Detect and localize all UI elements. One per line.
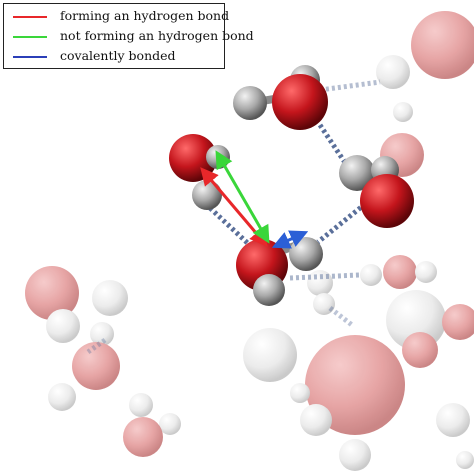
hydrogen-bond-dashes [86,79,381,355]
faded-oxygen-atom [442,304,474,340]
faded-hydrogen-atom [307,270,333,296]
faded-oxygen-atom [411,11,474,79]
faded-hydrogen-atom [46,309,80,343]
legend-swatch-blue [13,56,47,58]
faded-hydrogen-atom [159,413,181,435]
hbond-dash [319,79,381,93]
faded-hydrogen-atom [243,328,297,382]
faded-oxygen-atom [305,335,405,435]
hydrogen-atom [339,155,375,191]
faded-hydrogen-atom [290,383,310,403]
faded-hydrogen-atom [339,439,371,471]
legend: forming an hydrogen bond not forming an … [3,3,254,69]
faded-hydrogen-atom [386,290,446,350]
faded-hydrogen-atom [415,261,437,283]
faded-oxygen-atom [383,255,417,289]
oxygen-atom [360,174,414,228]
legend-item-not-forming-hbond: not forming an hydrogen bond [4,27,254,47]
faded-hydrogen-atom [48,383,76,411]
faded-oxygen-atom [25,266,79,320]
faded-hydrogen-atom [436,403,470,437]
faded-hydrogen-atom [456,451,474,469]
faded-hydrogen-atom [90,322,114,346]
faded-hydrogen-atom [129,393,153,417]
hydrogen-atom [192,180,222,210]
legend-swatch-red [13,16,47,18]
hydrogen-atom [289,237,323,271]
hbond-dash [328,306,354,327]
hydrogen-atom [206,145,230,169]
faded-hydrogen-atom [360,264,382,286]
legend-label: covalently bonded [60,48,176,63]
hydrogen-atom [253,274,285,306]
legend-label: forming an hydrogen bond [60,8,230,23]
hydrogen-atom [233,86,267,120]
faded-hydrogen-atom [92,280,128,316]
legend-swatch-green [13,36,47,38]
legend-item-forming-hbond: forming an hydrogen bond [4,7,229,27]
faded-hydrogen-atom [313,293,335,315]
legend-label: not forming an hydrogen bond [60,28,254,43]
hbond-dash [316,198,372,244]
faded-hydrogen-atom [376,55,410,89]
faded-hydrogen-atom [300,404,332,436]
legend-item-covalent: covalently bonded [4,47,224,67]
oxygen-atom [272,74,328,130]
annotation-arrows [200,150,309,249]
arrow-covalent-bond [271,230,309,249]
faded-oxygen-atom [123,417,163,457]
faded-oxygen-atom [72,342,120,390]
background-molecules [25,11,474,471]
arrow-not-forming-hbond [215,150,270,244]
faded-hydrogen-atom [393,102,413,122]
faded-oxygen-atom [402,332,438,368]
